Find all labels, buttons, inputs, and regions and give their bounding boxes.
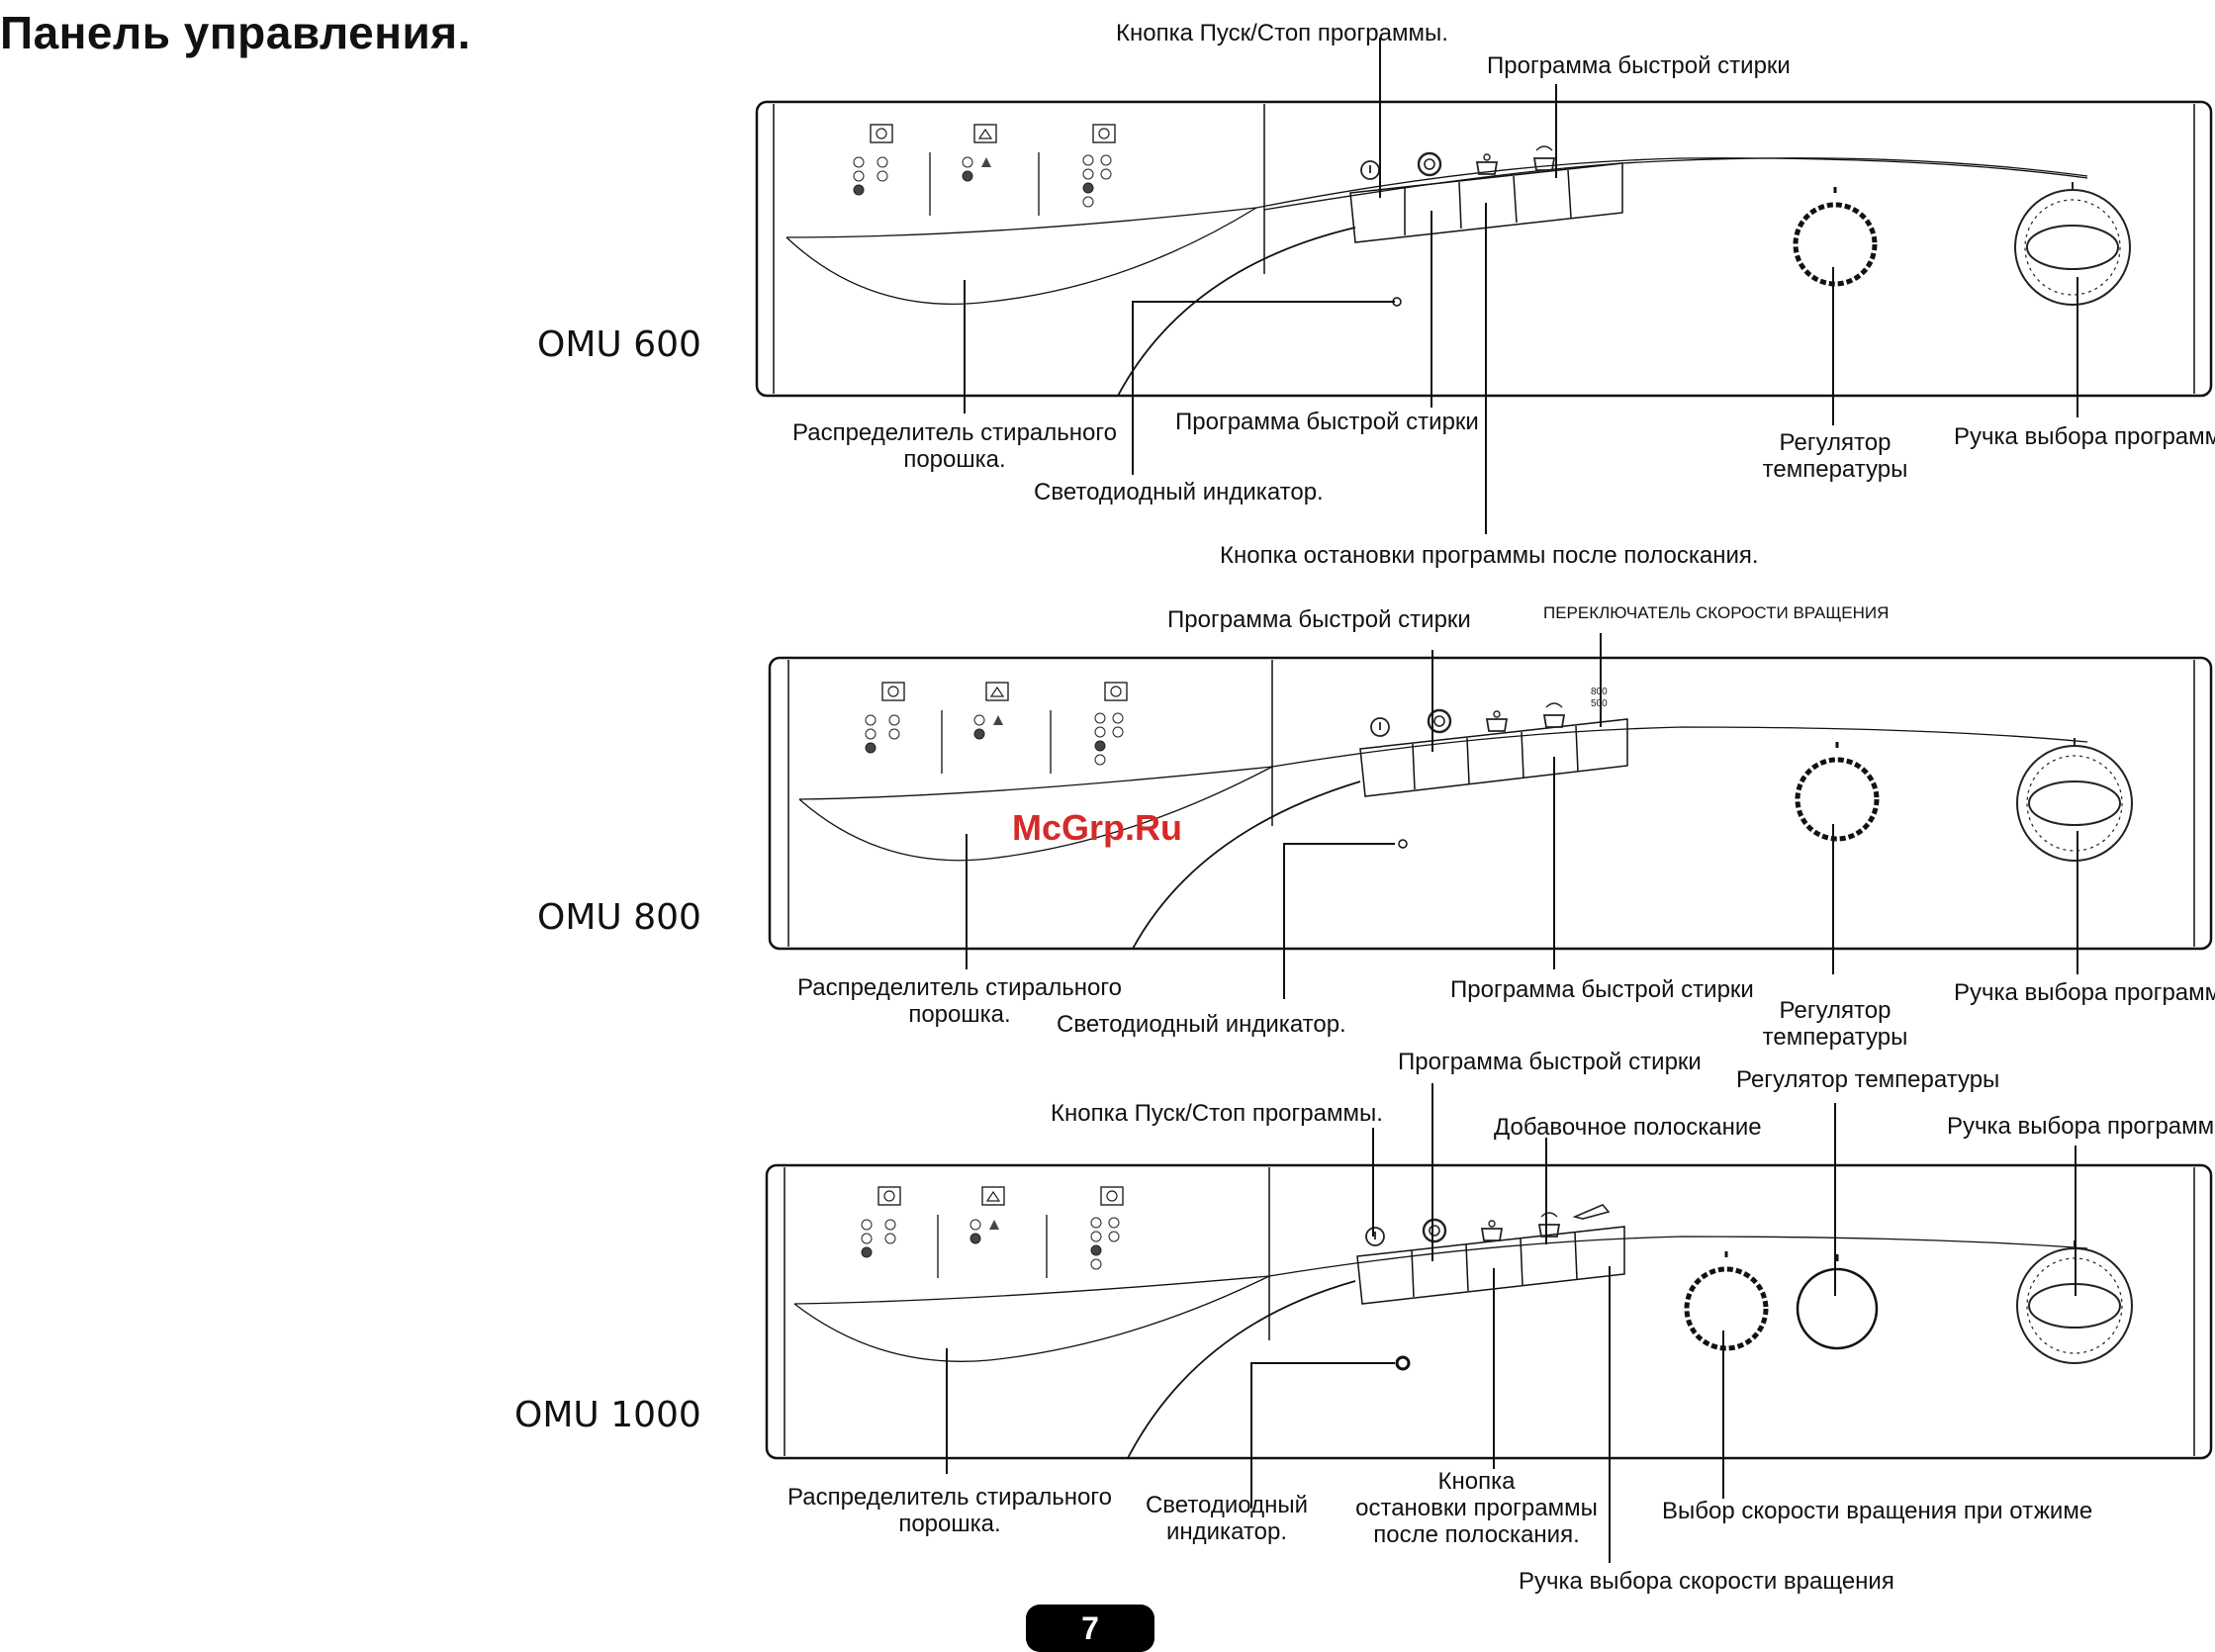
label-spin-knob-1000: Ручка выбора скорости вращения <box>1519 1568 1894 1595</box>
label-start-stop-600: Кнопка Пуск/Стоп программы. <box>1116 20 1448 46</box>
label-program-knob-800: Ручка выбора программ <box>1954 979 2215 1006</box>
spin-500-mark: 500 <box>1591 698 1608 709</box>
page-title: Панель управления. <box>0 7 471 58</box>
panel-omu-600 <box>755 38 2213 534</box>
label-rinse-hold-600: Кнопка остановки программы после полоска… <box>1220 542 1759 569</box>
label-quick-wash-bottom-600: Программа быстрой стирки <box>1175 409 1479 435</box>
label-led-600: Светодиодный индикатор. <box>1034 479 1324 505</box>
model-omu-600: OMU 600 <box>537 324 701 365</box>
label-quick-wash-top-800: Программа быстрой стирки <box>1167 606 1471 633</box>
panel-omu-800: 800 500 <box>768 633 2213 999</box>
page-number-badge: 7 <box>1026 1605 1154 1652</box>
label-program-knob-600: Ручка выбора программ <box>1954 423 2215 450</box>
model-omu-1000: OMU 1000 <box>514 1395 701 1435</box>
label-quick-wash-bottom-800: Программа быстрой стирки <box>1450 976 1754 1003</box>
label-quick-wash-top-600: Программа быстрой стирки <box>1487 52 1791 79</box>
label-extra-rinse-1000: Добавочное полоскание <box>1494 1114 1762 1141</box>
watermark: McGrp.Ru <box>1012 807 1183 848</box>
panel-omu-1000 <box>765 1083 2213 1563</box>
label-temp-1000: Регулятор температуры <box>1736 1066 2000 1093</box>
label-quick-wash-1000: Программа быстрой стирки <box>1398 1049 1702 1075</box>
label-spin-switch-800: ПЕРЕКЛЮЧАТЕЛЬ СКОРОСТИ ВРАЩЕНИЯ <box>1543 603 1890 622</box>
label-led-800: Светодиодный индикатор. <box>1057 1011 1346 1038</box>
label-program-knob-1000: Ручка выбора программ <box>1947 1113 2215 1140</box>
label-start-stop-1000: Кнопка Пуск/Стоп программы. <box>1051 1100 1383 1127</box>
spin-800-mark: 800 <box>1591 687 1608 697</box>
model-omu-800: OMU 800 <box>537 897 701 938</box>
label-spin-select-1000: Выбор скорости вращения при отжиме <box>1662 1498 2093 1524</box>
